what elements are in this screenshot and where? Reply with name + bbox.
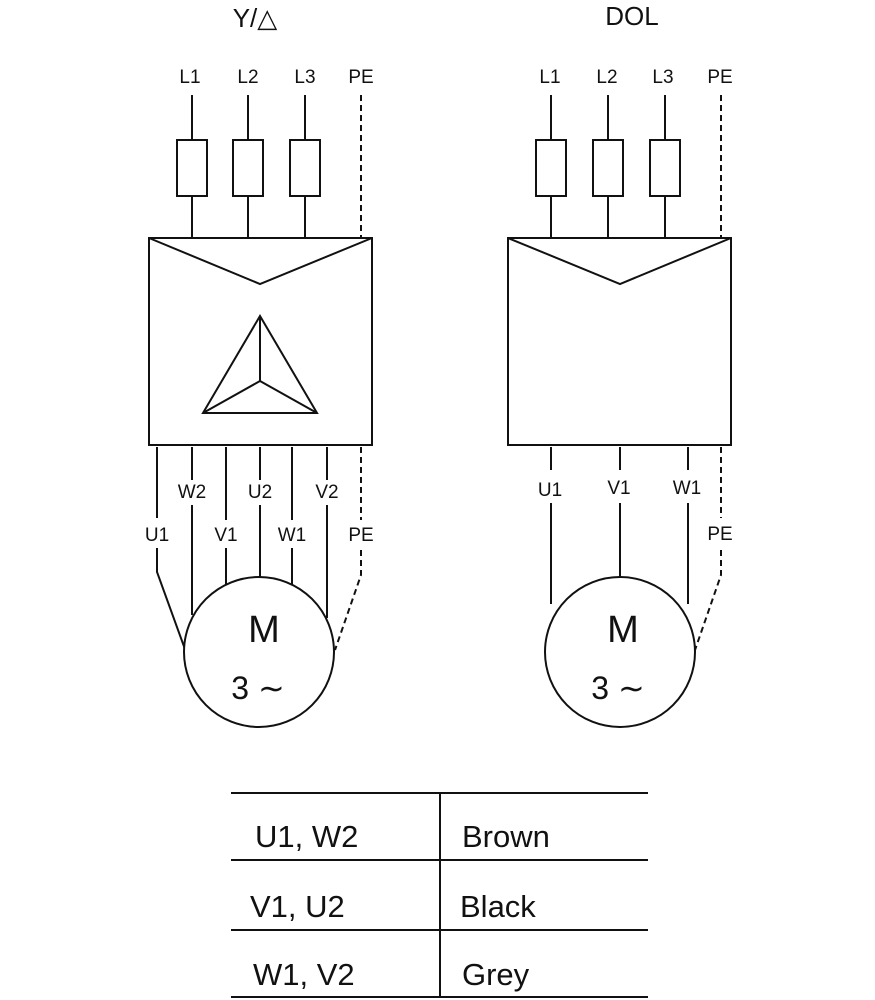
star-delta-supply-l1: L1 — [179, 67, 200, 88]
dol-supply-l3: L3 — [652, 67, 673, 88]
dol-label-w1: W1 — [673, 478, 702, 499]
dol-supply-l1: L1 — [539, 67, 560, 88]
dol-starter-box — [507, 237, 732, 446]
star-delta-diagram: Y/△ L1 L2 L3 PE — [145, 3, 374, 728]
star-delta-supply-pe: PE — [348, 67, 373, 88]
star-delta-supply-l3: L3 — [294, 67, 315, 88]
table-row-2-color: Black — [460, 889, 536, 924]
star-delta-label-w1: W1 — [278, 525, 307, 546]
star-delta-label-v2: V2 — [315, 482, 338, 503]
table-row-1-terminals: U1, W2 — [255, 819, 358, 854]
dol-label-u1: U1 — [538, 480, 562, 501]
star-delta-title: Y/△ — [233, 3, 278, 33]
star-delta-fuse-l2 — [232, 139, 264, 197]
dol-wire-pe-bend — [694, 550, 722, 651]
dol-title: DOL — [605, 1, 658, 31]
dol-label-v1: V1 — [607, 478, 630, 499]
wire-color-table: U1, W2 Brown V1, U2 Black W1, V2 Grey — [231, 792, 648, 998]
star-delta-label-pe: PE — [348, 525, 373, 546]
dol-motor-phase: 3 ∼ — [591, 670, 645, 706]
dol-supply-pe: PE — [707, 67, 732, 88]
star-delta-wire-u1-bend — [156, 548, 187, 653]
star-delta-motor — [183, 576, 335, 728]
star-delta-label-u2: U2 — [248, 482, 272, 503]
star-delta-label-w2: W2 — [178, 482, 207, 503]
table-row-1-color: Brown — [462, 819, 550, 854]
dol-diagram: DOL L1 L2 L3 PE U1 V1 W1 PE M 3 ∼ — [507, 1, 733, 728]
dol-fuse-l3 — [649, 139, 681, 197]
dol-starter-chevron — [507, 237, 732, 286]
star-delta-motor-letter: M — [248, 609, 280, 651]
table-row-2-terminals: V1, U2 — [250, 889, 345, 924]
dol-motor-letter: M — [607, 609, 639, 651]
dol-supply-l2: L2 — [596, 67, 617, 88]
star-delta-supply-l2: L2 — [237, 67, 258, 88]
star-delta-label-u1: U1 — [145, 525, 169, 546]
star-delta-fuse-l1 — [176, 139, 208, 197]
dol-label-pe: PE — [707, 524, 732, 545]
table-row-3-color: Grey — [462, 957, 530, 992]
star-delta-symbol-icon — [201, 314, 319, 414]
star-delta-fuse-l3 — [289, 139, 321, 197]
star-delta-label-v1: V1 — [214, 525, 237, 546]
dol-fuse-l1 — [535, 139, 567, 197]
dol-motor — [544, 576, 696, 728]
table-row-3-terminals: W1, V2 — [253, 957, 355, 992]
star-delta-starter-chevron — [148, 237, 373, 286]
star-delta-motor-phase: 3 ∼ — [231, 670, 285, 706]
star-delta-wire-pe-bend — [334, 550, 362, 651]
dol-fuse-l2 — [592, 139, 624, 197]
